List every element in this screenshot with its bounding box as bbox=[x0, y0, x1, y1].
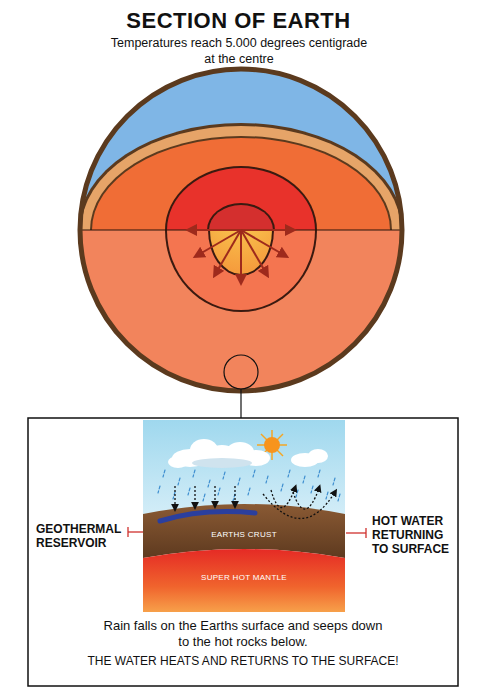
rain-drop bbox=[338, 494, 340, 501]
rain-drop bbox=[281, 484, 283, 491]
diagram-title: SECTION OF EARTH bbox=[0, 8, 477, 34]
rain-drop bbox=[326, 492, 328, 499]
mantle-band: SUPER HOT MANTLE bbox=[143, 545, 345, 612]
caption-note: THE WATER HEATS AND RETURNS TO THE SURFA… bbox=[30, 654, 456, 669]
diagram-caption: Rain falls on the Earths surface and see… bbox=[100, 618, 386, 650]
rain-drop bbox=[296, 490, 298, 497]
rain-drop bbox=[248, 488, 250, 495]
rain-drop bbox=[303, 476, 305, 483]
rain-drop bbox=[178, 478, 180, 485]
rain-drop bbox=[311, 486, 313, 493]
rain-drop bbox=[193, 470, 195, 477]
rain-drop bbox=[333, 478, 335, 485]
rain-drop bbox=[266, 476, 268, 483]
band-label: SUPER HOT MANTLE bbox=[143, 573, 345, 582]
subtitle-note: Temperatures reach 5.000 degrees centigr… bbox=[108, 35, 370, 67]
rain-drop bbox=[188, 488, 190, 495]
rain-drop bbox=[208, 480, 210, 487]
band-label: EARTHS CRUST bbox=[143, 530, 345, 539]
rain-drop bbox=[163, 470, 165, 477]
rain-drop bbox=[223, 472, 225, 479]
rain-drop bbox=[253, 470, 255, 477]
rain-drop bbox=[288, 470, 290, 477]
rain-drop bbox=[318, 470, 320, 477]
callout-label: HOT WATER RETURNING TO SURFACE bbox=[372, 514, 454, 556]
rain-drop bbox=[203, 494, 205, 501]
callout-label: GEOTHERMAL RESERVOIR bbox=[36, 522, 126, 550]
rain-drop bbox=[238, 478, 240, 485]
rain-drop bbox=[158, 486, 160, 493]
rain-drop bbox=[218, 488, 220, 495]
